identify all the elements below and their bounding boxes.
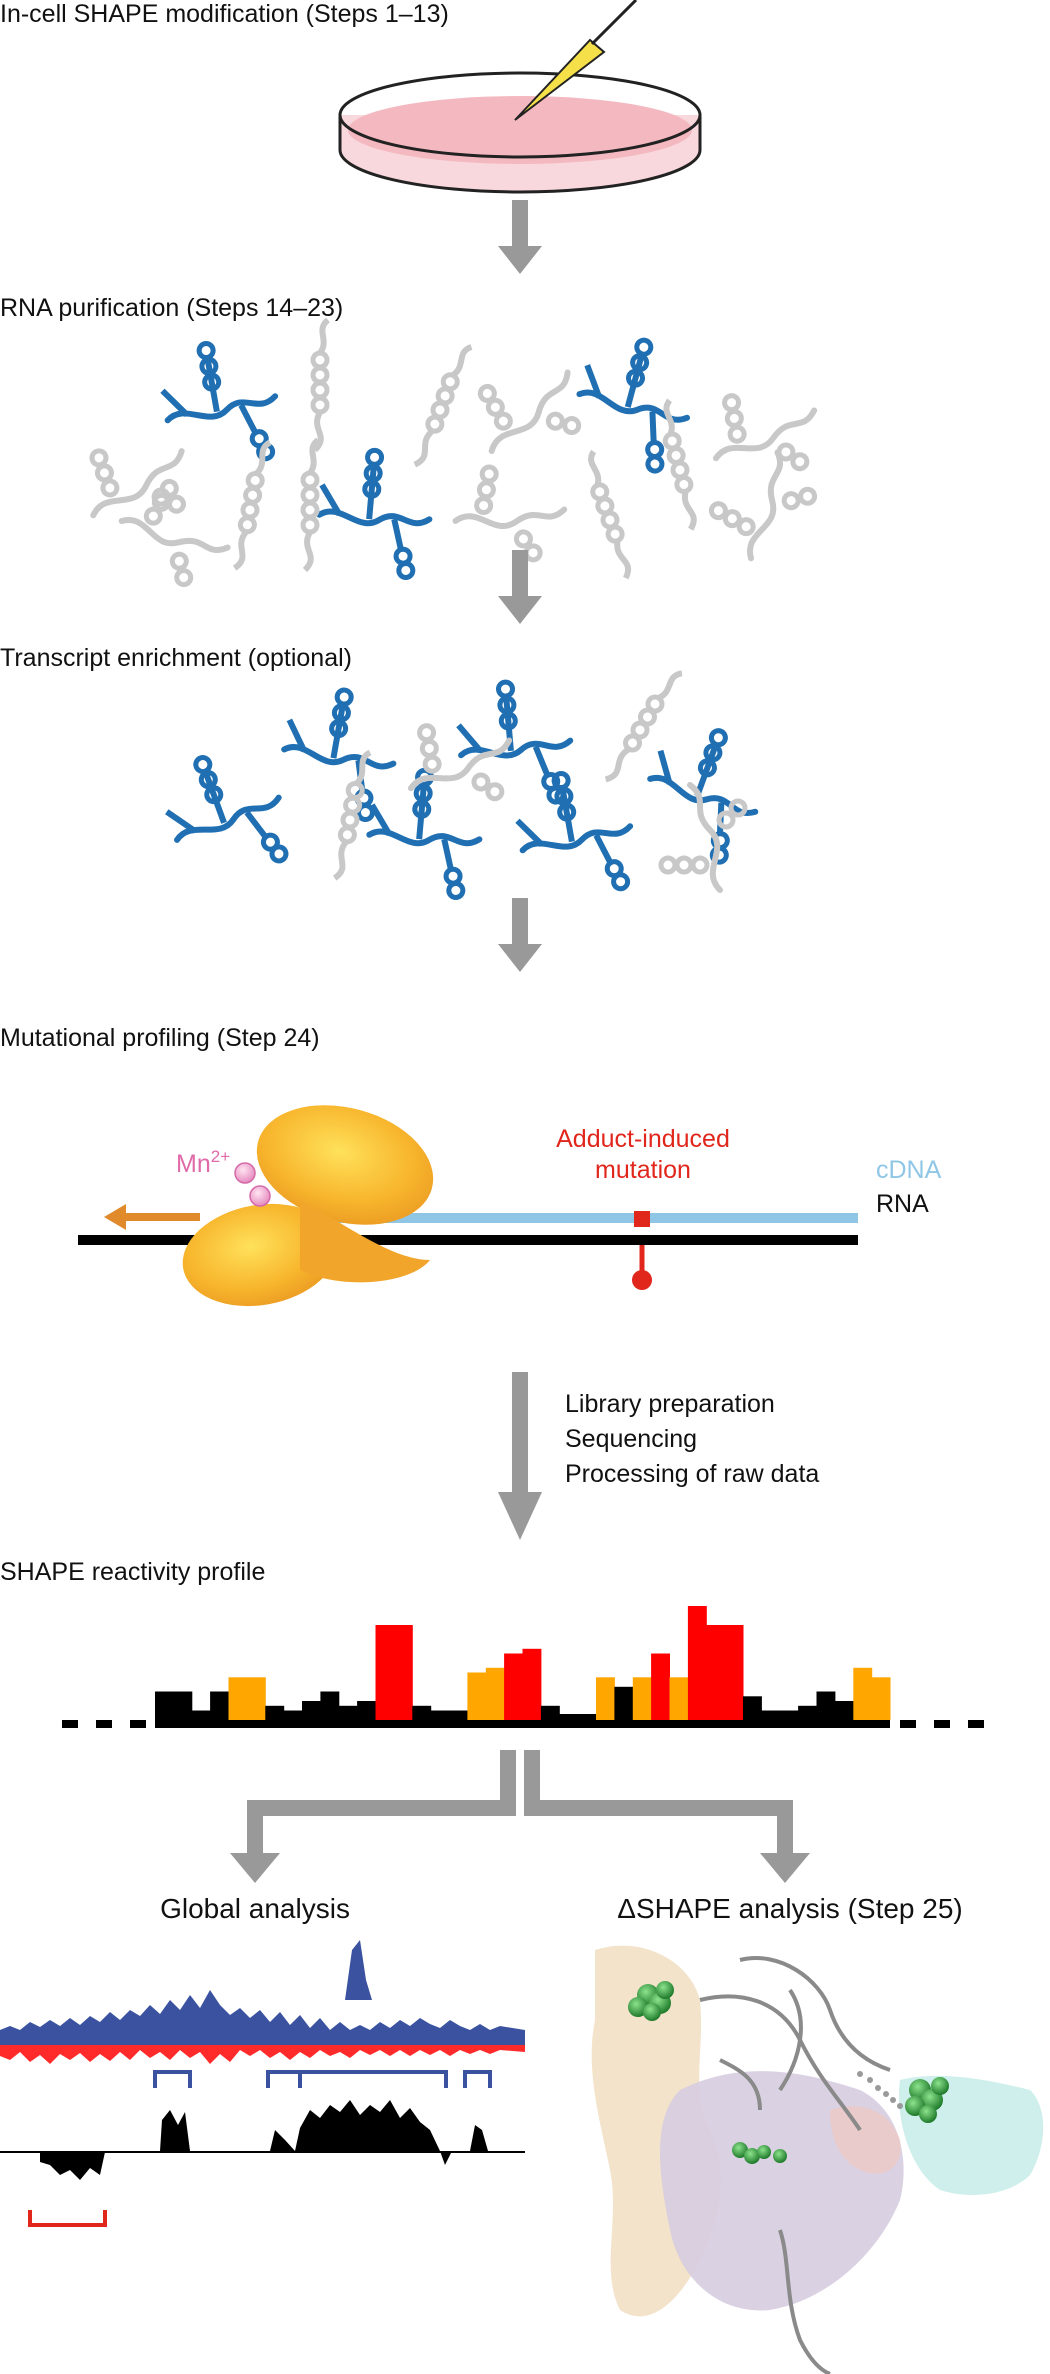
- adduct-label-line2: mutation: [595, 1156, 691, 1184]
- cdna-label: cDNA: [876, 1156, 942, 1184]
- arrow-down-icon: [498, 200, 542, 274]
- delta-shape-label: ΔSHAPE analysis (Step 25): [617, 1893, 963, 1924]
- arrow-down-icon: [498, 550, 542, 624]
- mn-label: Mn2+: [176, 1147, 230, 1178]
- mutational-profiling-schematic: [78, 1105, 858, 1307]
- split-arrows: [230, 1750, 810, 1883]
- reactivity-bar: [834, 1701, 854, 1720]
- global-reactivity-track: [0, 1940, 525, 2064]
- processing-step-1: Library preparation: [565, 1390, 775, 1418]
- arrow-left-icon: [104, 1204, 200, 1230]
- reactivity-bar: [761, 1710, 781, 1720]
- pipette-icon: [514, 0, 638, 121]
- reactivity-bar: [651, 1653, 670, 1720]
- cdna-strand: [298, 1213, 858, 1223]
- reverse-transcriptase-icon: [182, 1105, 434, 1307]
- reactivity-profile: [155, 1606, 891, 1721]
- rna-label: RNA: [876, 1190, 929, 1218]
- reactivity-bar: [816, 1691, 836, 1720]
- reactivity-bar: [430, 1710, 450, 1720]
- reactivity-bar: [467, 1672, 487, 1720]
- reactivity-bar: [338, 1705, 358, 1721]
- reactivity-bar: [669, 1677, 689, 1721]
- reactivity-bar: [302, 1701, 321, 1720]
- mutation-marker: [634, 1211, 650, 1227]
- reactivity-bar: [540, 1705, 560, 1721]
- reactivity-bar: [283, 1710, 303, 1720]
- reactivity-bar: [871, 1677, 891, 1721]
- reactivity-bar: [265, 1705, 285, 1721]
- reactivity-bar: [687, 1606, 707, 1720]
- reactivity-bar: [210, 1691, 229, 1720]
- reactivity-bar: [559, 1714, 579, 1720]
- step4-title: Mutational profiling (Step 24): [0, 1024, 320, 1052]
- adduct-icon: [632, 1270, 652, 1290]
- reactivity-bar: [393, 1625, 413, 1720]
- reactivity-bar: [504, 1653, 523, 1720]
- reactivity-bar: [632, 1677, 652, 1721]
- reactivity-bar: [614, 1686, 634, 1721]
- global-analysis-label: Global analysis: [160, 1893, 350, 1924]
- reactivity-bar: [228, 1677, 248, 1721]
- reactivity-bar: [173, 1691, 193, 1720]
- reactivity-bar: [577, 1714, 597, 1720]
- reactivity-bar: [779, 1710, 799, 1720]
- step3-title: Transcript enrichment (optional): [0, 644, 352, 672]
- reactivity-bar: [246, 1677, 266, 1721]
- processing-step-3: Processing of raw data: [565, 1460, 819, 1488]
- reactivity-bar: [155, 1691, 174, 1720]
- reactivity-bar: [449, 1710, 468, 1720]
- reactivity-bar: [191, 1710, 211, 1720]
- global-structure-track: [0, 2070, 525, 2227]
- reactivity-bar: [724, 1625, 744, 1720]
- step5-title: SHAPE reactivity profile: [0, 1558, 265, 1586]
- arrow-down-icon: [498, 898, 542, 972]
- processing-step-2: Sequencing: [565, 1425, 697, 1453]
- reactivity-bar: [522, 1648, 542, 1721]
- adduct-label-line1: Adduct-induced: [556, 1125, 730, 1153]
- enriched-rna: [153, 666, 777, 905]
- step2-title: RNA purification (Steps 14–23): [0, 294, 343, 322]
- reactivity-baseline: [62, 1720, 984, 1728]
- reactivity-bar: [706, 1625, 726, 1720]
- reactivity-bar: [853, 1667, 873, 1721]
- reactivity-bar: [320, 1691, 340, 1720]
- reactivity-bar: [375, 1625, 395, 1720]
- ribosome-structure: [591, 1945, 1044, 2374]
- step1-title: In-cell SHAPE modification (Steps 1–13): [0, 0, 449, 28]
- petri-dish: [338, 71, 702, 194]
- reactivity-bar: [743, 1696, 762, 1721]
- mn-ion-icon: [234, 1162, 271, 1207]
- reactivity-bar: [357, 1701, 376, 1720]
- reactivity-bar: [798, 1705, 817, 1721]
- binding-site-cluster: [628, 1981, 949, 2164]
- reactivity-bar: [485, 1667, 505, 1721]
- rna-strand: [78, 1235, 858, 1245]
- rna-mixture: [73, 320, 825, 595]
- reactivity-bar: [412, 1705, 432, 1721]
- arrow-down-icon: [498, 1372, 542, 1540]
- reactivity-bar: [596, 1677, 615, 1721]
